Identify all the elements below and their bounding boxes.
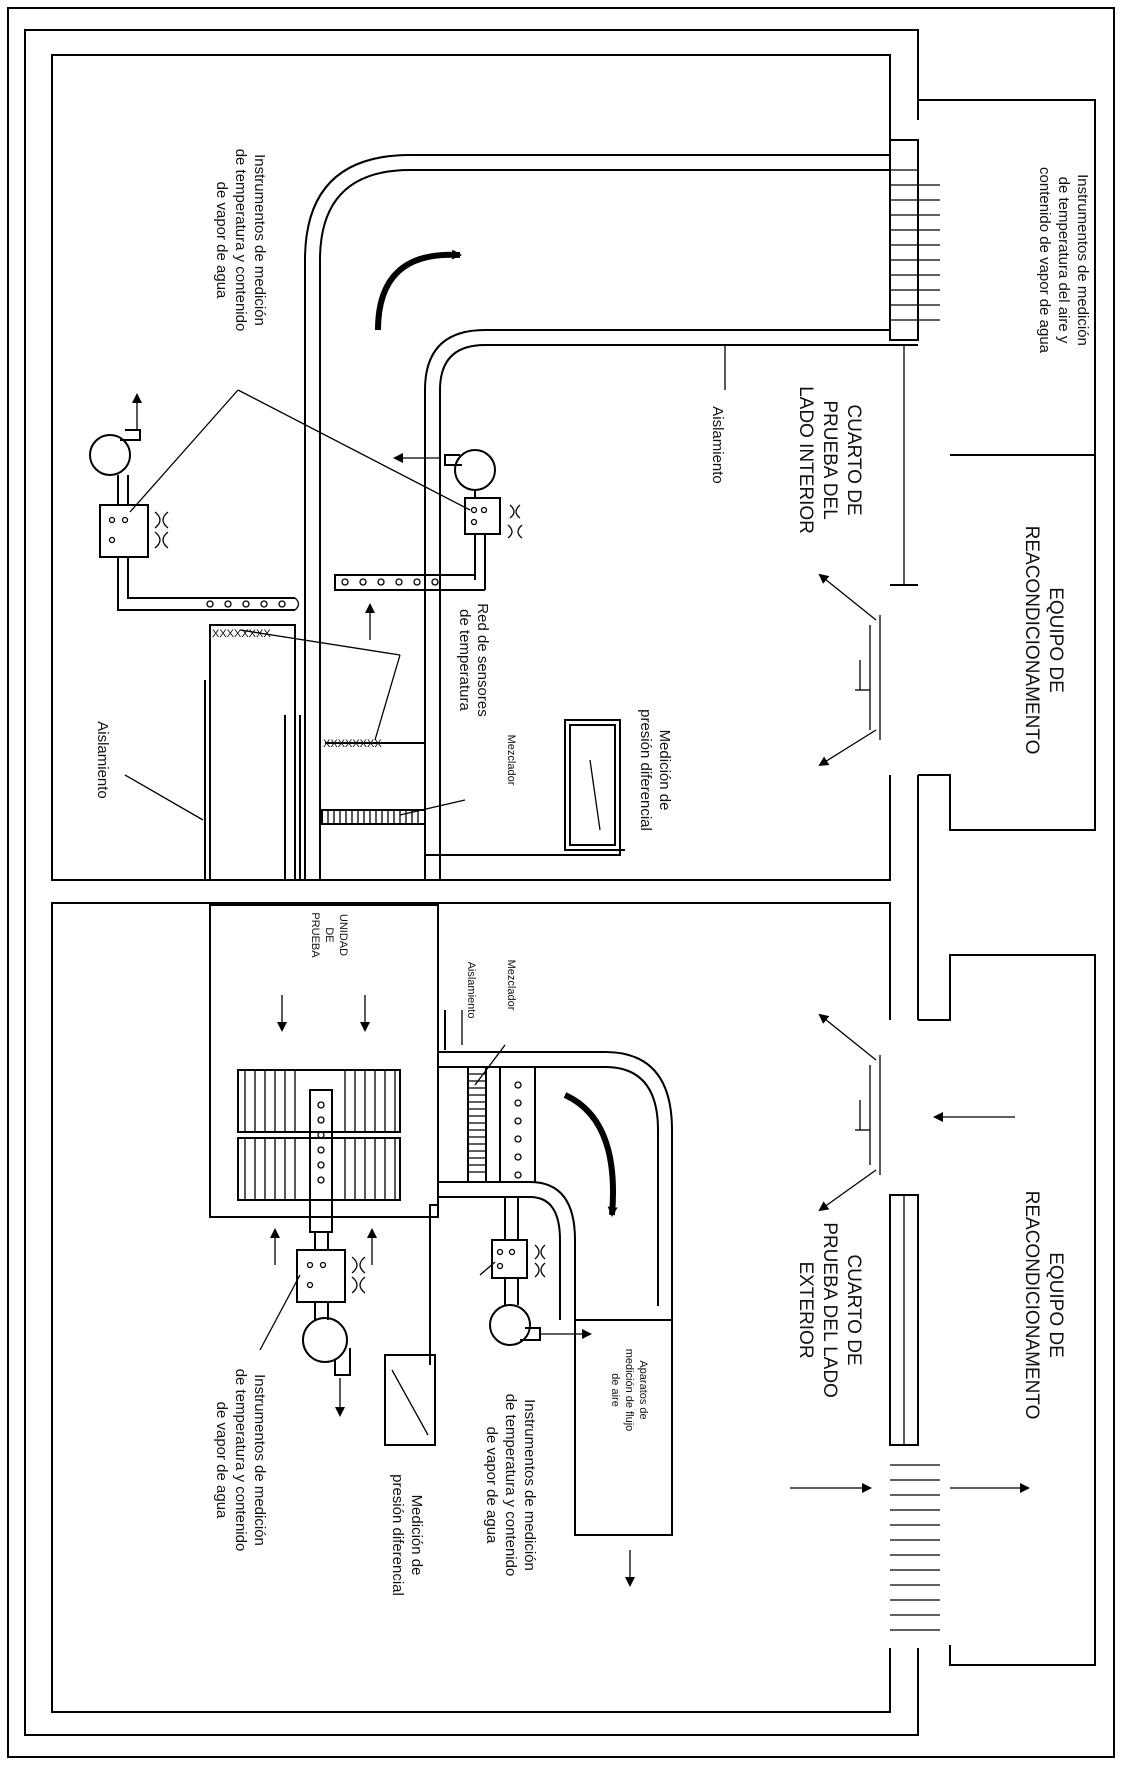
label-instr-bottom-mid: Instrumentos de medición de temperatura … bbox=[483, 1394, 538, 1577]
svg-text:de temperatura y contenido: de temperatura y contenido bbox=[232, 1369, 249, 1552]
label-room-indoor: CUARTO DE PRUEBA DEL LADO INTERIOR bbox=[795, 386, 864, 534]
svg-text:LADO INTERIOR: LADO INTERIOR bbox=[795, 386, 816, 534]
label-presion-bottom: Medición de presión diferencial bbox=[389, 1474, 425, 1596]
svg-text:Aislamiento: Aislamiento bbox=[94, 721, 111, 799]
fan-top-middle bbox=[334, 449, 523, 640]
svg-text:EXTERIOR: EXTERIOR bbox=[795, 1261, 816, 1358]
label-presion-top: Medición de presión diferencial bbox=[637, 709, 673, 831]
svg-text:presión diferencial: presión diferencial bbox=[389, 1474, 406, 1596]
svg-text:contenido de vapor de agua: contenido de vapor de agua bbox=[1036, 167, 1053, 354]
svg-text:CUARTO DE: CUARTO DE bbox=[843, 404, 864, 515]
svg-text:Red de sensores: Red de sensores bbox=[474, 603, 491, 716]
svg-text:UNIDAD: UNIDAD bbox=[337, 914, 349, 956]
svg-text:PRUEBA DEL: PRUEBA DEL bbox=[819, 400, 840, 519]
label-instr-bottom-left: Instrumentos de medición de temperatura … bbox=[213, 1369, 268, 1552]
svg-text:PRUEBA DEL LADO: PRUEBA DEL LADO bbox=[819, 1222, 840, 1398]
label-instr-top-left: Instrumentos de medición de temperatura … bbox=[213, 149, 268, 332]
diff-pressure-bottom bbox=[384, 1010, 446, 1446]
label-mezclador-bottom: Mezclador bbox=[505, 960, 517, 1011]
svg-text:Instrumentos de medición: Instrumentos de medición bbox=[251, 154, 268, 326]
test-unit-bottom-box bbox=[209, 904, 439, 1265]
instrument-bottom-middle bbox=[479, 1197, 592, 1346]
label-room-outdoor: CUARTO DE PRUEBA DEL LADO EXTERIOR bbox=[795, 1222, 864, 1398]
label-cond-bottom: EQUIPO DE REACONDICIONAMENTO bbox=[1021, 1191, 1066, 1420]
bottom-reconditioning-box bbox=[889, 954, 1096, 1666]
svg-text:Mezclador: Mezclador bbox=[505, 735, 517, 786]
leader-lines-top bbox=[124, 389, 471, 821]
svg-text:Medición de: Medición de bbox=[408, 1495, 425, 1576]
mixer-top bbox=[321, 809, 426, 825]
svg-text:Aislamiento: Aislamiento bbox=[709, 406, 726, 484]
airflow-measurement-box bbox=[574, 1319, 673, 1587]
test-unit-box: XXXXXXXX bbox=[204, 624, 301, 880]
svg-text:Instrumentos de medición: Instrumentos de medición bbox=[1074, 174, 1091, 346]
curved-flow-arrow-bottom bbox=[563, 1092, 618, 1217]
svg-text:XXXXXXXX: XXXXXXXX bbox=[323, 738, 382, 750]
louvers-top bbox=[890, 184, 940, 321]
svg-text:EQUIPO DE: EQUIPO DE bbox=[1045, 1252, 1066, 1358]
indoor-inner-duct bbox=[424, 329, 890, 880]
curved-flow-arrow-top bbox=[375, 249, 462, 331]
top-damper bbox=[818, 573, 881, 767]
svg-text:Aislamiento: Aislamiento bbox=[465, 962, 477, 1019]
label-instr-top-right: Instrumentos de medición de temperatura … bbox=[1036, 167, 1091, 354]
label-mezclador-top: Mezclador bbox=[505, 735, 517, 786]
svg-text:CUARTO DE: CUARTO DE bbox=[843, 1254, 864, 1365]
svg-text:de temperatura y contenido: de temperatura y contenido bbox=[502, 1394, 519, 1577]
svg-text:de temperatura: de temperatura bbox=[456, 609, 473, 711]
svg-text:de vapor de agua: de vapor de agua bbox=[483, 1427, 500, 1544]
louvers-bottom bbox=[890, 1464, 940, 1631]
svg-text:de aire: de aire bbox=[609, 1373, 621, 1407]
svg-text:XXXXXXXX: XXXXXXXX bbox=[212, 628, 271, 640]
label-aparatos: Aparatos de medición de flujo de aire bbox=[609, 1349, 649, 1432]
indoor-outer-duct bbox=[304, 154, 890, 880]
label-aisl-bottom: Aislamiento bbox=[465, 962, 477, 1019]
svg-text:Instrumentos de medición: Instrumentos de medición bbox=[251, 1374, 268, 1546]
label-aisl-left: Aislamiento bbox=[94, 721, 111, 799]
left-instrument-top bbox=[89, 393, 300, 611]
svg-text:de temperatura y contenido: de temperatura y contenido bbox=[232, 149, 249, 332]
label-cond-top: EQUIPO DE REACONDICIONAMENTO bbox=[1021, 526, 1066, 755]
svg-text:Instrumentos de medición: Instrumentos de medición bbox=[521, 1399, 538, 1571]
diff-pressure-top bbox=[425, 719, 625, 856]
top-reconditioning-box bbox=[918, 454, 1096, 831]
instrument-bottom-left bbox=[259, 1232, 366, 1417]
outdoor-duct bbox=[438, 1051, 673, 1321]
bottom-damper bbox=[790, 1013, 1030, 1493]
svg-text:medición de flujo: medición de flujo bbox=[623, 1349, 635, 1432]
label-unidad: UNIDAD DE PRUEBA bbox=[309, 912, 349, 958]
svg-text:Medición de: Medición de bbox=[656, 730, 673, 811]
label-red-sensores: Red de sensores de temperatura bbox=[456, 603, 491, 716]
sensor-grid-top: XXXXXXXX bbox=[323, 738, 425, 750]
svg-text:DE: DE bbox=[323, 927, 335, 942]
svg-text:presión diferencial: presión diferencial bbox=[637, 709, 654, 831]
svg-text:Aparatos de: Aparatos de bbox=[637, 1360, 649, 1419]
svg-text:de temperatura del aire y: de temperatura del aire y bbox=[1055, 177, 1072, 344]
svg-text:de vapor de agua: de vapor de agua bbox=[213, 182, 230, 299]
indoor-room-walls bbox=[24, 29, 919, 1736]
svg-text:de vapor de agua: de vapor de agua bbox=[213, 1402, 230, 1519]
label-aisl-top: Aislamiento bbox=[709, 406, 726, 484]
svg-text:EQUIPO DE: EQUIPO DE bbox=[1045, 587, 1066, 693]
svg-text:REACONDICIONAMENTO: REACONDICIONAMENTO bbox=[1021, 526, 1042, 755]
svg-text:REACONDICIONAMENTO: REACONDICIONAMENTO bbox=[1021, 1191, 1042, 1420]
outer-border bbox=[7, 7, 1115, 1758]
leader-lines-bottom bbox=[461, 1010, 506, 1086]
svg-text:Mezclador: Mezclador bbox=[505, 960, 517, 1011]
svg-text:PRUEBA: PRUEBA bbox=[309, 912, 321, 958]
